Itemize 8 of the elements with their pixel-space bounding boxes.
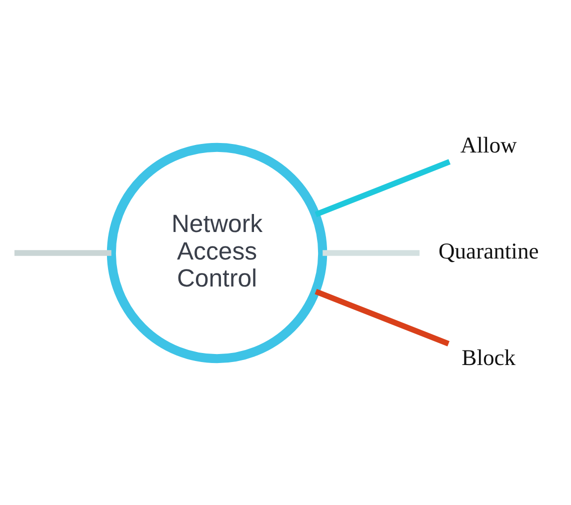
- node-text: Block: [462, 344, 516, 370]
- connector: [14, 250, 112, 256]
- node-text: Quarantine: [438, 238, 539, 264]
- connector: [314, 288, 450, 346]
- connector: [322, 250, 420, 256]
- connector: [314, 158, 451, 217]
- node-text: Allow: [460, 132, 517, 157]
- node-circle: Network Access Control: [106, 142, 328, 363]
